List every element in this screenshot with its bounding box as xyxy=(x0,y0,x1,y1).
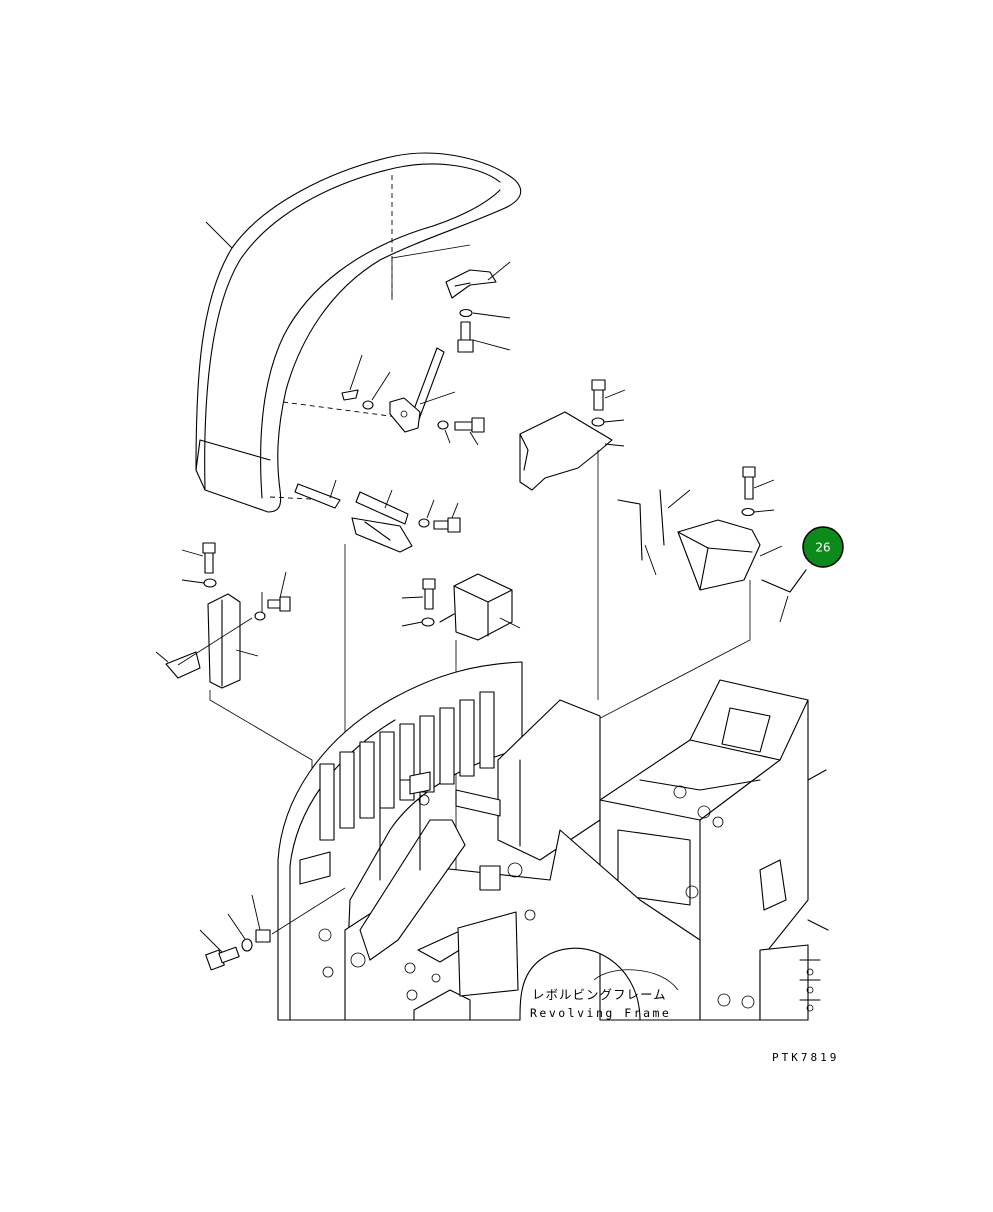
drawing-code: PTK7819 xyxy=(772,1051,839,1064)
rod-parts xyxy=(617,489,665,561)
callout-badge-26[interactable]: 26 xyxy=(802,526,844,568)
washer-icon xyxy=(459,308,473,318)
frame-label-english: Revolving Frame xyxy=(530,1006,671,1020)
bolt-icon xyxy=(422,578,436,610)
bolt-icon xyxy=(742,466,756,500)
frame-label-japanese: レボルビングフレーム xyxy=(532,987,667,1002)
side-bracket xyxy=(165,593,241,689)
bolt-icon xyxy=(205,946,240,971)
bolt-icon xyxy=(591,379,606,411)
rod-parts xyxy=(761,569,807,593)
pin-icon xyxy=(341,389,359,401)
washer-icon xyxy=(741,507,755,517)
small-box-cover xyxy=(439,573,513,641)
washer-icon xyxy=(254,611,266,621)
washer-icon xyxy=(591,417,605,427)
bolt-icon xyxy=(267,596,291,612)
engine-hood-cover xyxy=(195,152,522,513)
bolt-icon xyxy=(457,321,474,353)
bolt-icon xyxy=(454,417,485,433)
washer-icon xyxy=(418,518,430,528)
right-bracket xyxy=(677,519,761,591)
washer-icon xyxy=(437,420,449,430)
washer-icon xyxy=(241,938,253,952)
callout-badge-number[interactable]: 26 xyxy=(815,541,830,555)
cover-plate xyxy=(519,411,613,491)
hood-latch-bracket xyxy=(445,269,497,299)
hood-stay-rod xyxy=(389,347,445,433)
collar-icon xyxy=(255,929,271,943)
bolt-icon xyxy=(433,517,461,533)
washer-icon xyxy=(203,578,217,588)
callout-badge-circle[interactable] xyxy=(802,526,844,568)
hood-hinge xyxy=(294,483,413,553)
leader-latch xyxy=(487,261,511,281)
washer-icon xyxy=(421,617,435,627)
washer-icon xyxy=(362,400,374,410)
revolving-frame xyxy=(277,661,829,1021)
bolt-icon xyxy=(202,542,216,574)
leader-hood xyxy=(205,221,233,249)
